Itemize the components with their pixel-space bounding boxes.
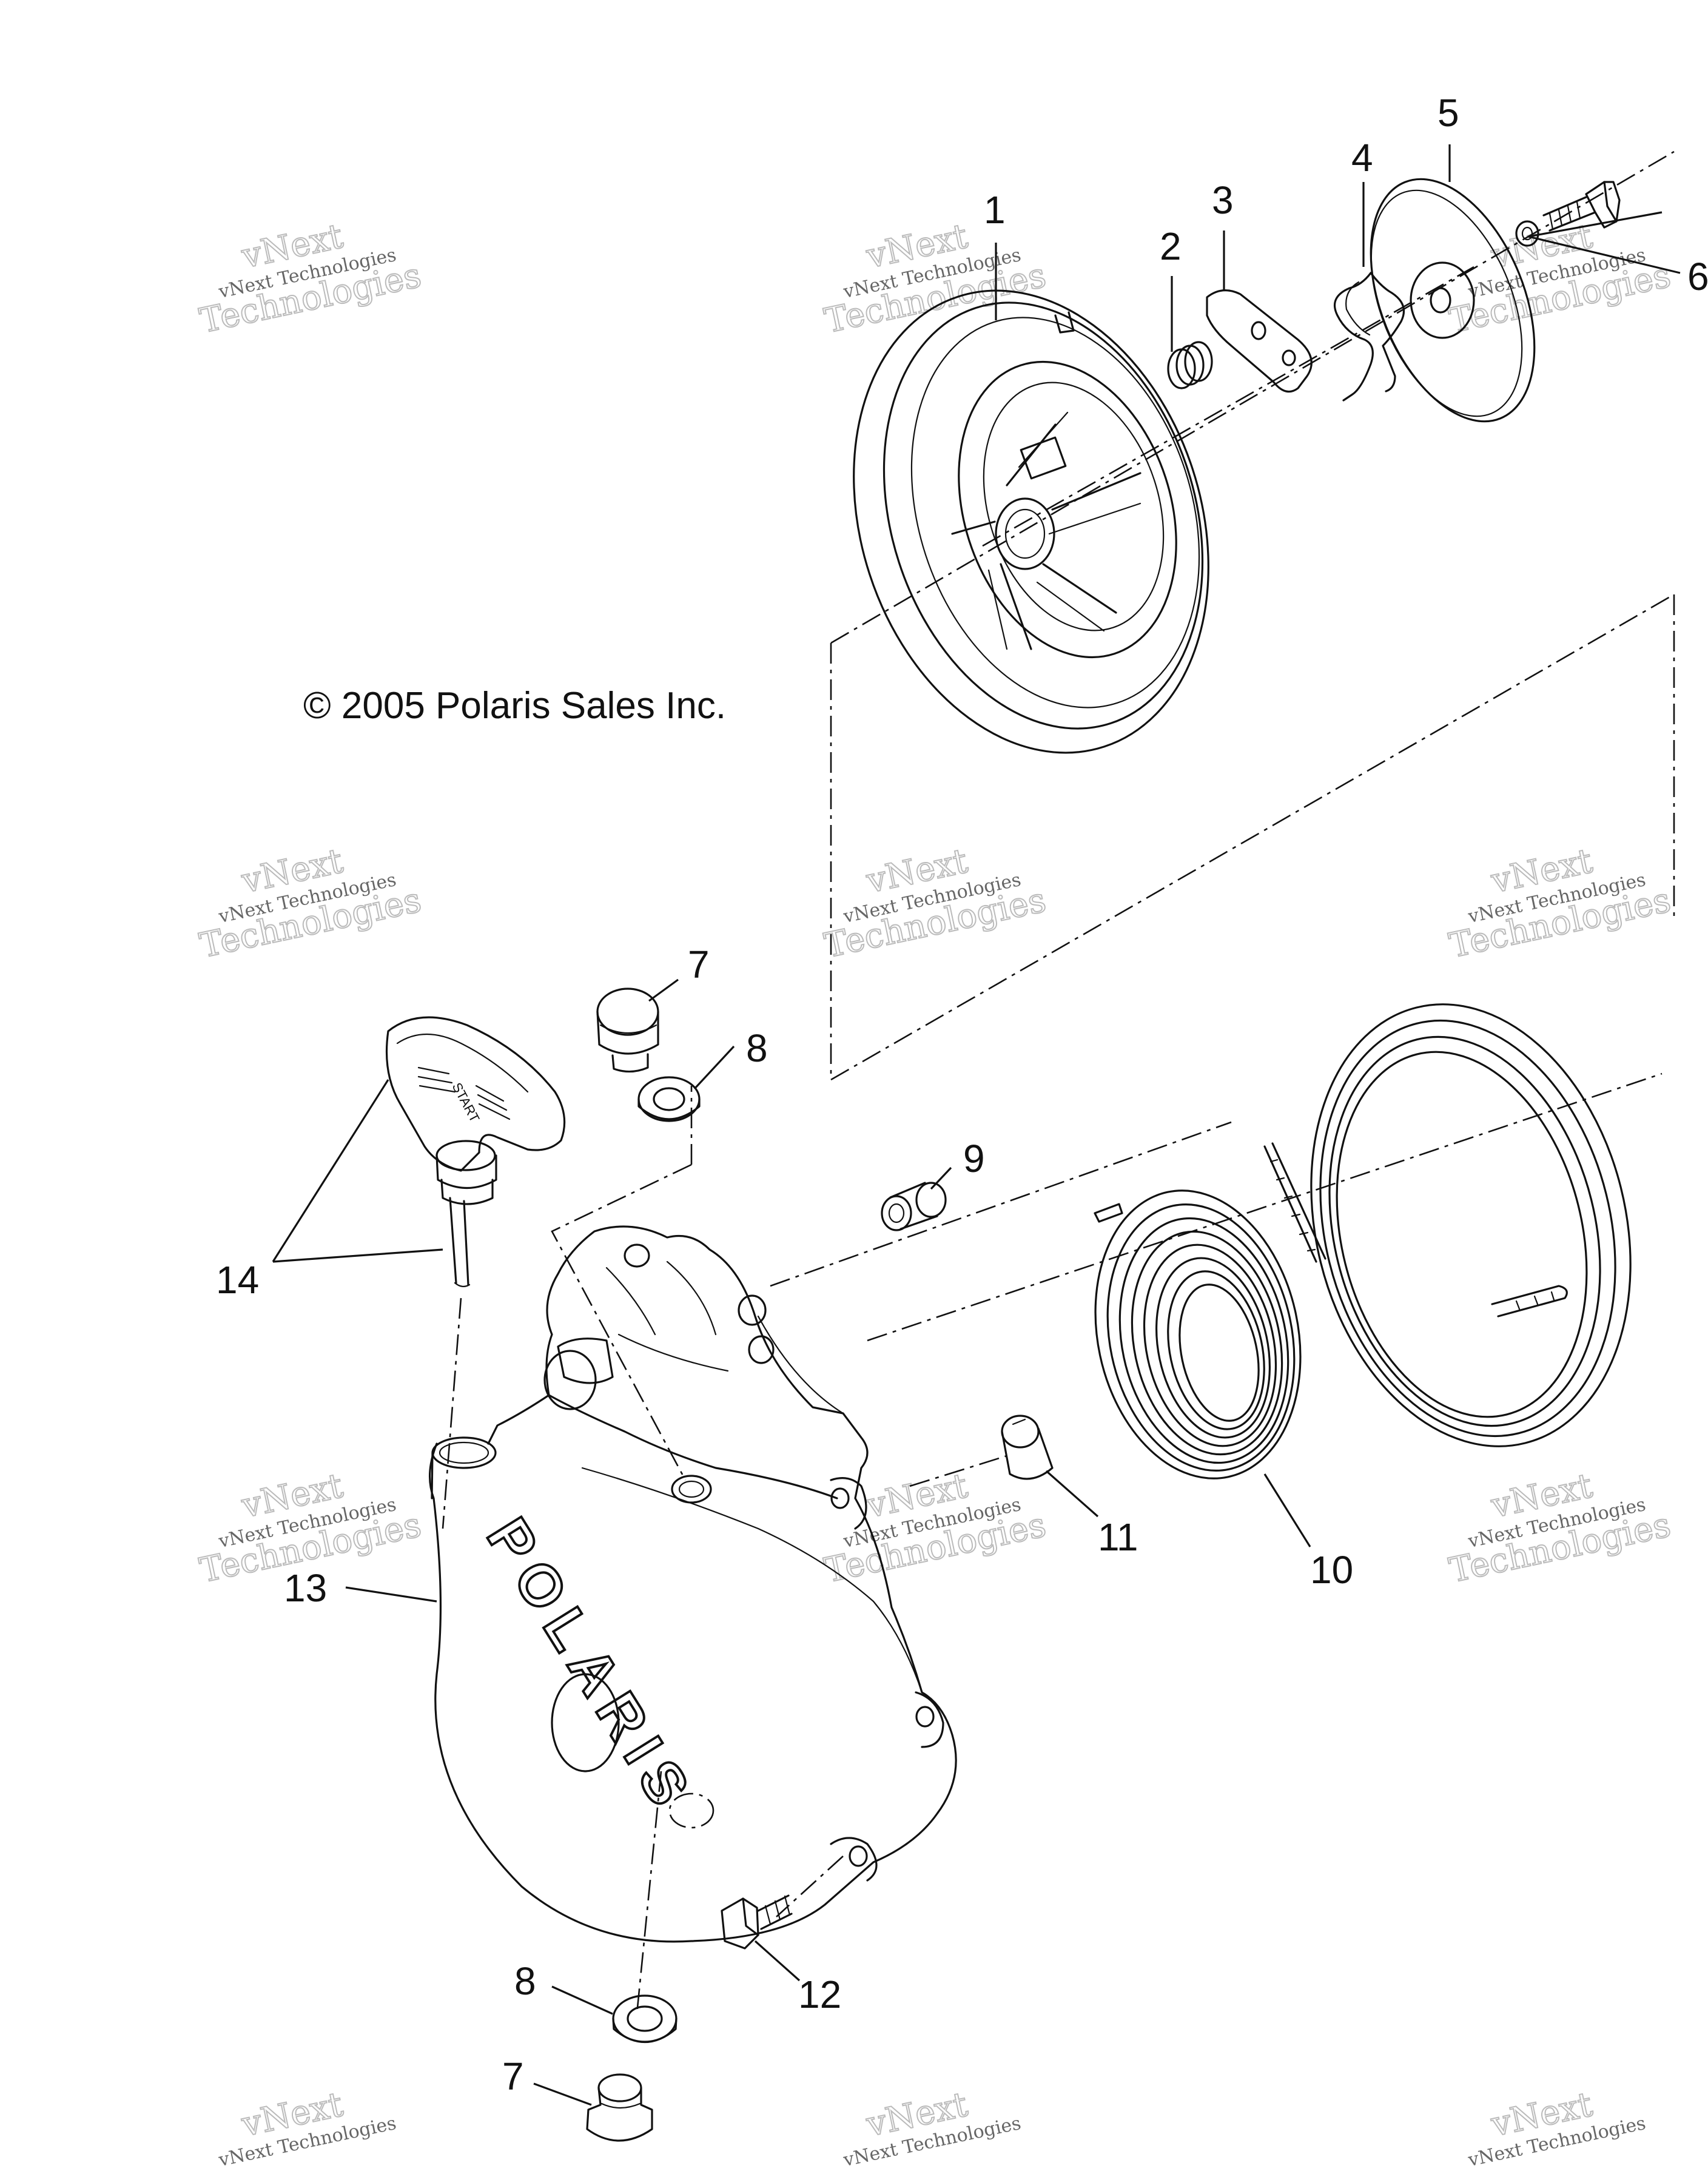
callout-2: 2 bbox=[1160, 224, 1182, 268]
starter-handle: START bbox=[385, 1016, 566, 1287]
watermark-5: vNext vNext Technologies Technologies bbox=[821, 841, 1050, 966]
callout-9: 9 bbox=[963, 1137, 985, 1180]
plug-bottom bbox=[586, 2073, 653, 2142]
callout-numbers: 1 2 3 4 5 6 7 8 9 10 11 12 13 14 8 7 bbox=[216, 91, 1708, 2098]
centerline-upper-axis bbox=[830, 150, 1675, 644]
pulley bbox=[853, 289, 1209, 754]
callout-10: 10 bbox=[1310, 1548, 1353, 1592]
copyright-notice: © 2005 Polaris Sales Inc. bbox=[303, 685, 726, 727]
plug-top bbox=[596, 988, 659, 1073]
watermark-11: vNext vNext Technologies bbox=[841, 2084, 1023, 2171]
housing-bolt bbox=[721, 1894, 793, 1950]
watermarks: vNext vNext Technologies Technologies vN… bbox=[196, 216, 1675, 2171]
watermark-4: vNext vNext Technologies Technologies bbox=[196, 841, 425, 966]
starter-rope-coil bbox=[1263, 1003, 1632, 1447]
callout-8-top: 8 bbox=[746, 1026, 768, 1070]
callout-3: 3 bbox=[1212, 178, 1234, 222]
watermark-2: vNext vNext Technologies Technologies bbox=[821, 216, 1050, 342]
starter-housing: POLARIS bbox=[429, 1225, 957, 1943]
housing-logo: POLARIS bbox=[474, 1507, 707, 1825]
pawl bbox=[1206, 289, 1313, 393]
callout-14: 14 bbox=[216, 1258, 259, 1302]
watermark-6: vNext vNext Technologies Technologies bbox=[1445, 841, 1675, 966]
watermark-12: vNext vNext Technologies bbox=[1466, 2084, 1648, 2171]
centerline-plug-top bbox=[551, 1163, 692, 1481]
friction-plate bbox=[1370, 178, 1536, 423]
callout-11: 11 bbox=[1098, 1515, 1138, 1559]
callout-5: 5 bbox=[1437, 91, 1459, 135]
callout-7-top: 7 bbox=[688, 943, 710, 986]
callout-1: 1 bbox=[984, 188, 1006, 232]
callout-8-bottom: 8 bbox=[514, 1959, 536, 2003]
watermark-10: vNext vNext Technologies bbox=[217, 2084, 398, 2171]
watermark-9: vNext vNext Technologies Technologies bbox=[1445, 1466, 1675, 1591]
centerline-bushing-11 bbox=[909, 1455, 1007, 1487]
watermark-1: vNext vNext Technologies Technologies bbox=[196, 216, 425, 342]
centerline-rope bbox=[442, 1297, 462, 1529]
recoil-spring bbox=[1094, 1190, 1302, 1479]
pawl-spring bbox=[1167, 341, 1213, 389]
spring-clip bbox=[1333, 272, 1405, 402]
callout-7-bottom: 7 bbox=[502, 2055, 524, 2098]
centerline-plug-bottom bbox=[636, 1771, 662, 2014]
leader-lines bbox=[272, 144, 1681, 2106]
callout-13: 13 bbox=[284, 1566, 327, 1610]
callout-12: 12 bbox=[798, 1973, 841, 2016]
centerline-bracket-left bbox=[830, 593, 1675, 1082]
watermark-3: vNext vNext Technologies Technologies bbox=[1445, 216, 1675, 342]
washer-bottom bbox=[612, 1994, 677, 2044]
centerline-bolt bbox=[776, 1856, 844, 1917]
centerline-bushing-axis bbox=[770, 1121, 1232, 1287]
callout-6: 6 bbox=[1687, 255, 1708, 298]
spring-bushing bbox=[1001, 1415, 1054, 1480]
bushing bbox=[881, 1182, 947, 1231]
plate-bolt-and-washer bbox=[1515, 181, 1621, 247]
centerline-spring-axis bbox=[867, 1072, 1663, 1342]
watermark-8: vNext vNext Technologies Technologies bbox=[821, 1466, 1050, 1591]
centerline-pulley-axis bbox=[982, 266, 1474, 547]
callout-4: 4 bbox=[1351, 136, 1373, 180]
assembly-centerlines bbox=[442, 150, 1675, 2014]
washer-top bbox=[637, 1076, 701, 1122]
